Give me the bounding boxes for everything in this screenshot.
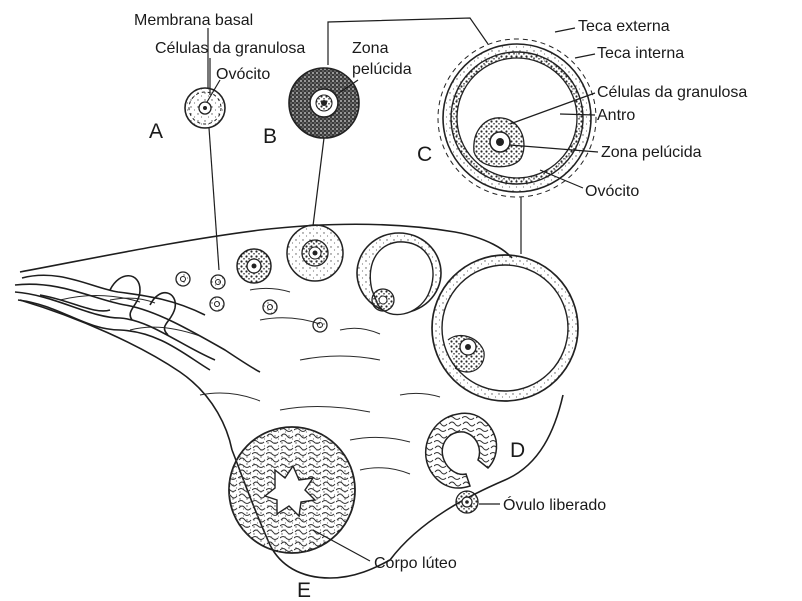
detail-follicle-c bbox=[438, 39, 596, 197]
label-celulas-granulosa-c: Células da granulosa bbox=[597, 84, 747, 101]
follicle-secondary bbox=[287, 225, 343, 281]
letter-e: E bbox=[297, 579, 311, 601]
label-ovocito-a: Ovócito bbox=[216, 66, 270, 83]
primordial-follicles bbox=[176, 225, 343, 332]
label-zona-pelucida-c: Zona pelúcida bbox=[601, 144, 702, 161]
follicle-small-3 bbox=[210, 297, 224, 311]
follicle-small-2 bbox=[211, 275, 225, 289]
follicle-small-4 bbox=[263, 300, 277, 314]
label-teca-interna: Teca interna bbox=[597, 45, 684, 62]
label-ovocito-c: Ovócito bbox=[585, 183, 639, 200]
released-ovum bbox=[456, 491, 478, 513]
label-membrana-basal: Membrana basal bbox=[134, 12, 253, 29]
follicle-small-1 bbox=[176, 272, 190, 286]
letter-a: A bbox=[149, 120, 163, 143]
label-zona-pelucida-b-1: Zona bbox=[352, 40, 389, 57]
follicle-small-5 bbox=[313, 318, 327, 332]
detail-follicle-b bbox=[289, 68, 359, 138]
label-zona-pelucida-b-2: pelúcida bbox=[352, 61, 412, 78]
label-corpo-luteo: Corpo lúteo bbox=[374, 555, 457, 572]
label-celulas-granulosa-a: Células da granulosa bbox=[155, 40, 305, 57]
graafian-follicle bbox=[432, 255, 578, 401]
corpus-luteum bbox=[229, 427, 355, 553]
ruptured-follicle bbox=[426, 413, 497, 488]
letter-b: B bbox=[263, 125, 277, 148]
label-teca-externa: Teca externa bbox=[578, 18, 670, 35]
antral-follicle-mid bbox=[357, 233, 441, 315]
label-ovulo-liberado: Óvulo liberado bbox=[503, 495, 606, 514]
letter-d: D bbox=[510, 439, 525, 462]
detail-follicle-a bbox=[185, 88, 225, 128]
follicle-primary bbox=[237, 249, 271, 283]
label-antro: Antro bbox=[597, 107, 635, 124]
hilum-vessels bbox=[15, 275, 260, 372]
letter-c: C bbox=[417, 143, 432, 166]
